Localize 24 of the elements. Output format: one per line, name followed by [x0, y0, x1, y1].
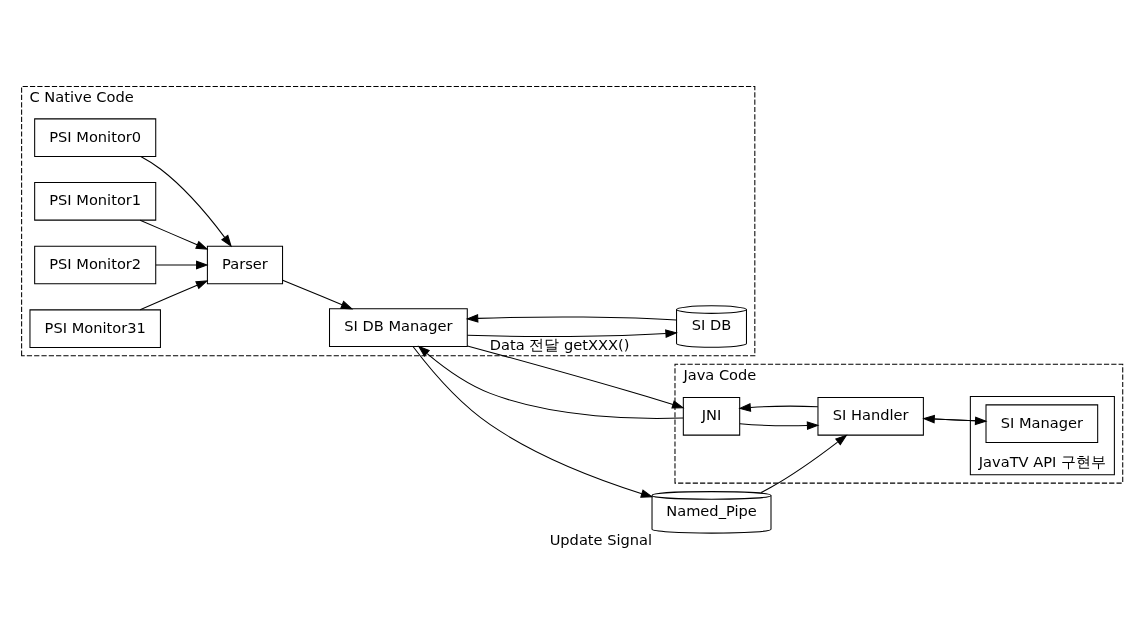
- node-box: SI Handler: [817, 396, 924, 436]
- arrow: [417, 344, 684, 419]
- node-box: PSI Monitor0: [34, 117, 157, 157]
- arrow: [465, 313, 677, 323]
- arrow: [466, 344, 685, 409]
- arrow: [282, 279, 354, 309]
- arrow: [760, 433, 848, 493]
- edge-label: Data 전달 getXXX(): [489, 335, 630, 353]
- arrow: [139, 219, 209, 250]
- node-box: Parser: [206, 245, 284, 284]
- arrow: [738, 402, 819, 412]
- node-box: PSI Monitor31: [29, 308, 161, 348]
- node-box: PSI Monitor2: [34, 245, 157, 284]
- node-box: SI Manager: [985, 403, 1099, 443]
- arrow: [739, 420, 820, 430]
- arrow: [140, 155, 232, 247]
- node-label: Update Signal: [549, 530, 653, 548]
- arrow: [155, 260, 209, 269]
- arrow: [139, 279, 209, 310]
- arrow: [466, 328, 678, 338]
- node-box: JNI: [682, 396, 741, 436]
- arrow: [412, 345, 654, 498]
- node-box: PSI Monitor1: [34, 181, 157, 221]
- node-box: SI DB Manager: [329, 307, 468, 347]
